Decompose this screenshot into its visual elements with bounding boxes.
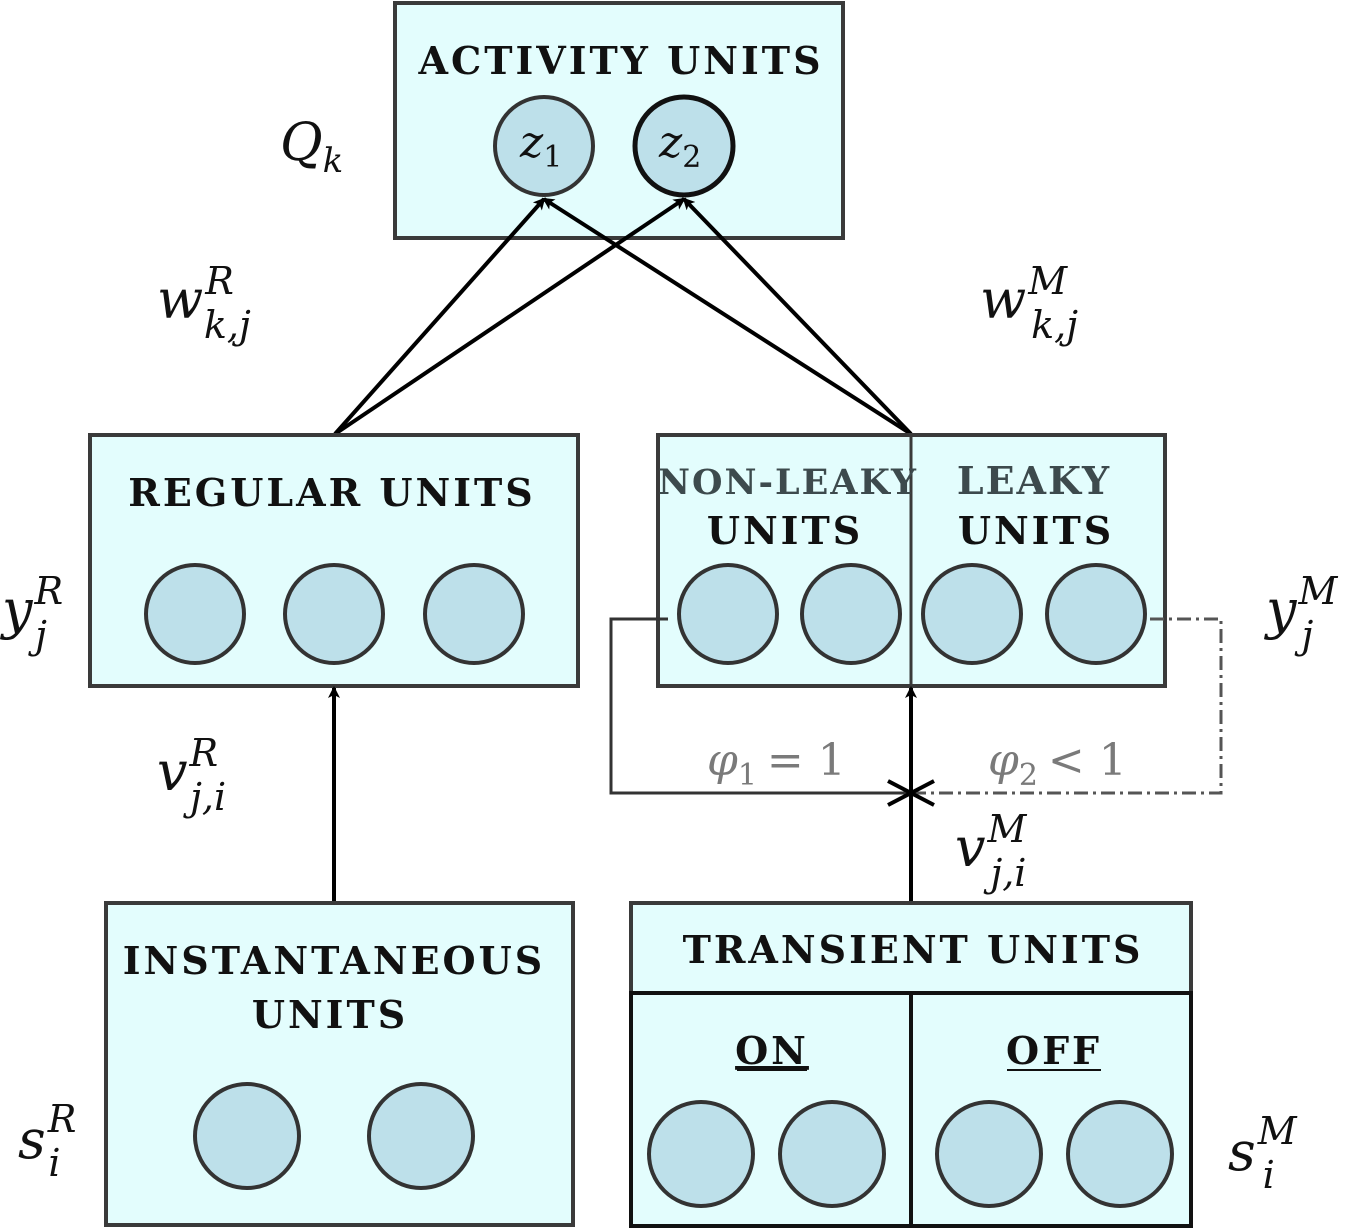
activity-weight-arrows: [333, 197, 913, 436]
regular-unit: [283, 563, 385, 665]
leaky-title-line2: UNITS: [958, 508, 1114, 553]
phi1-label: φ1= 1: [707, 735, 846, 793]
transient-units-title: TRANSIENT UNITS: [683, 927, 1144, 972]
nonleaky-unit: [800, 563, 902, 665]
leak-loops: φ1= 1 φ2< 1: [609, 617, 1223, 807]
activity-unit-z1: [493, 95, 595, 197]
arrow-regular-to-z2: [333, 197, 686, 436]
arrow-regular-to-z1: [333, 197, 546, 436]
activity-unit-z2: [632, 94, 736, 198]
leaky-unit: [921, 563, 1023, 665]
off-label: OFF: [1006, 1028, 1102, 1073]
nonleaky-loop: [609, 617, 911, 795]
regular-unit: [144, 563, 246, 665]
activity-units-title: ACTIVITY UNITS: [417, 38, 823, 83]
activity-units-box: [393, 1, 845, 240]
on-unit: [778, 1100, 886, 1208]
phi2-label: φ2< 1: [988, 735, 1127, 793]
instantaneous-title-line1: INSTANTANEOUS: [123, 938, 545, 983]
off-unit: [1066, 1100, 1174, 1208]
nonleaky-title-line1: NON-LEAKY: [658, 462, 918, 503]
arrow-memory-to-z1: [542, 197, 913, 436]
on-label: ON: [735, 1028, 809, 1073]
instantaneous-unit: [367, 1082, 475, 1190]
instantaneous-units-box: [104, 901, 575, 1227]
arrow-memory-to-z2: [682, 197, 913, 436]
leaky-unit: [1045, 563, 1147, 665]
z2-label: z2: [658, 117, 701, 175]
instantaneous-title-line2: UNITS: [252, 992, 408, 1037]
on-unit: [647, 1100, 755, 1208]
instantaneous-unit: [193, 1082, 301, 1190]
nonleaky-title-line2: UNITS: [707, 508, 863, 553]
activity-units-group: ACTIVITY UNITS z1 z2 Qk: [280, 1, 845, 240]
regular-unit: [423, 563, 525, 665]
z1-label: z1: [519, 117, 562, 175]
leaky-title-line1: LEAKY: [957, 458, 1111, 503]
q-k-label: Qk: [280, 113, 343, 181]
leaky-loop: [911, 617, 1223, 795]
nonleaky-unit: [677, 563, 779, 665]
regular-units-title: REGULAR UNITS: [128, 470, 536, 515]
off-unit: [935, 1100, 1043, 1208]
off-subbox: [909, 991, 1193, 1228]
